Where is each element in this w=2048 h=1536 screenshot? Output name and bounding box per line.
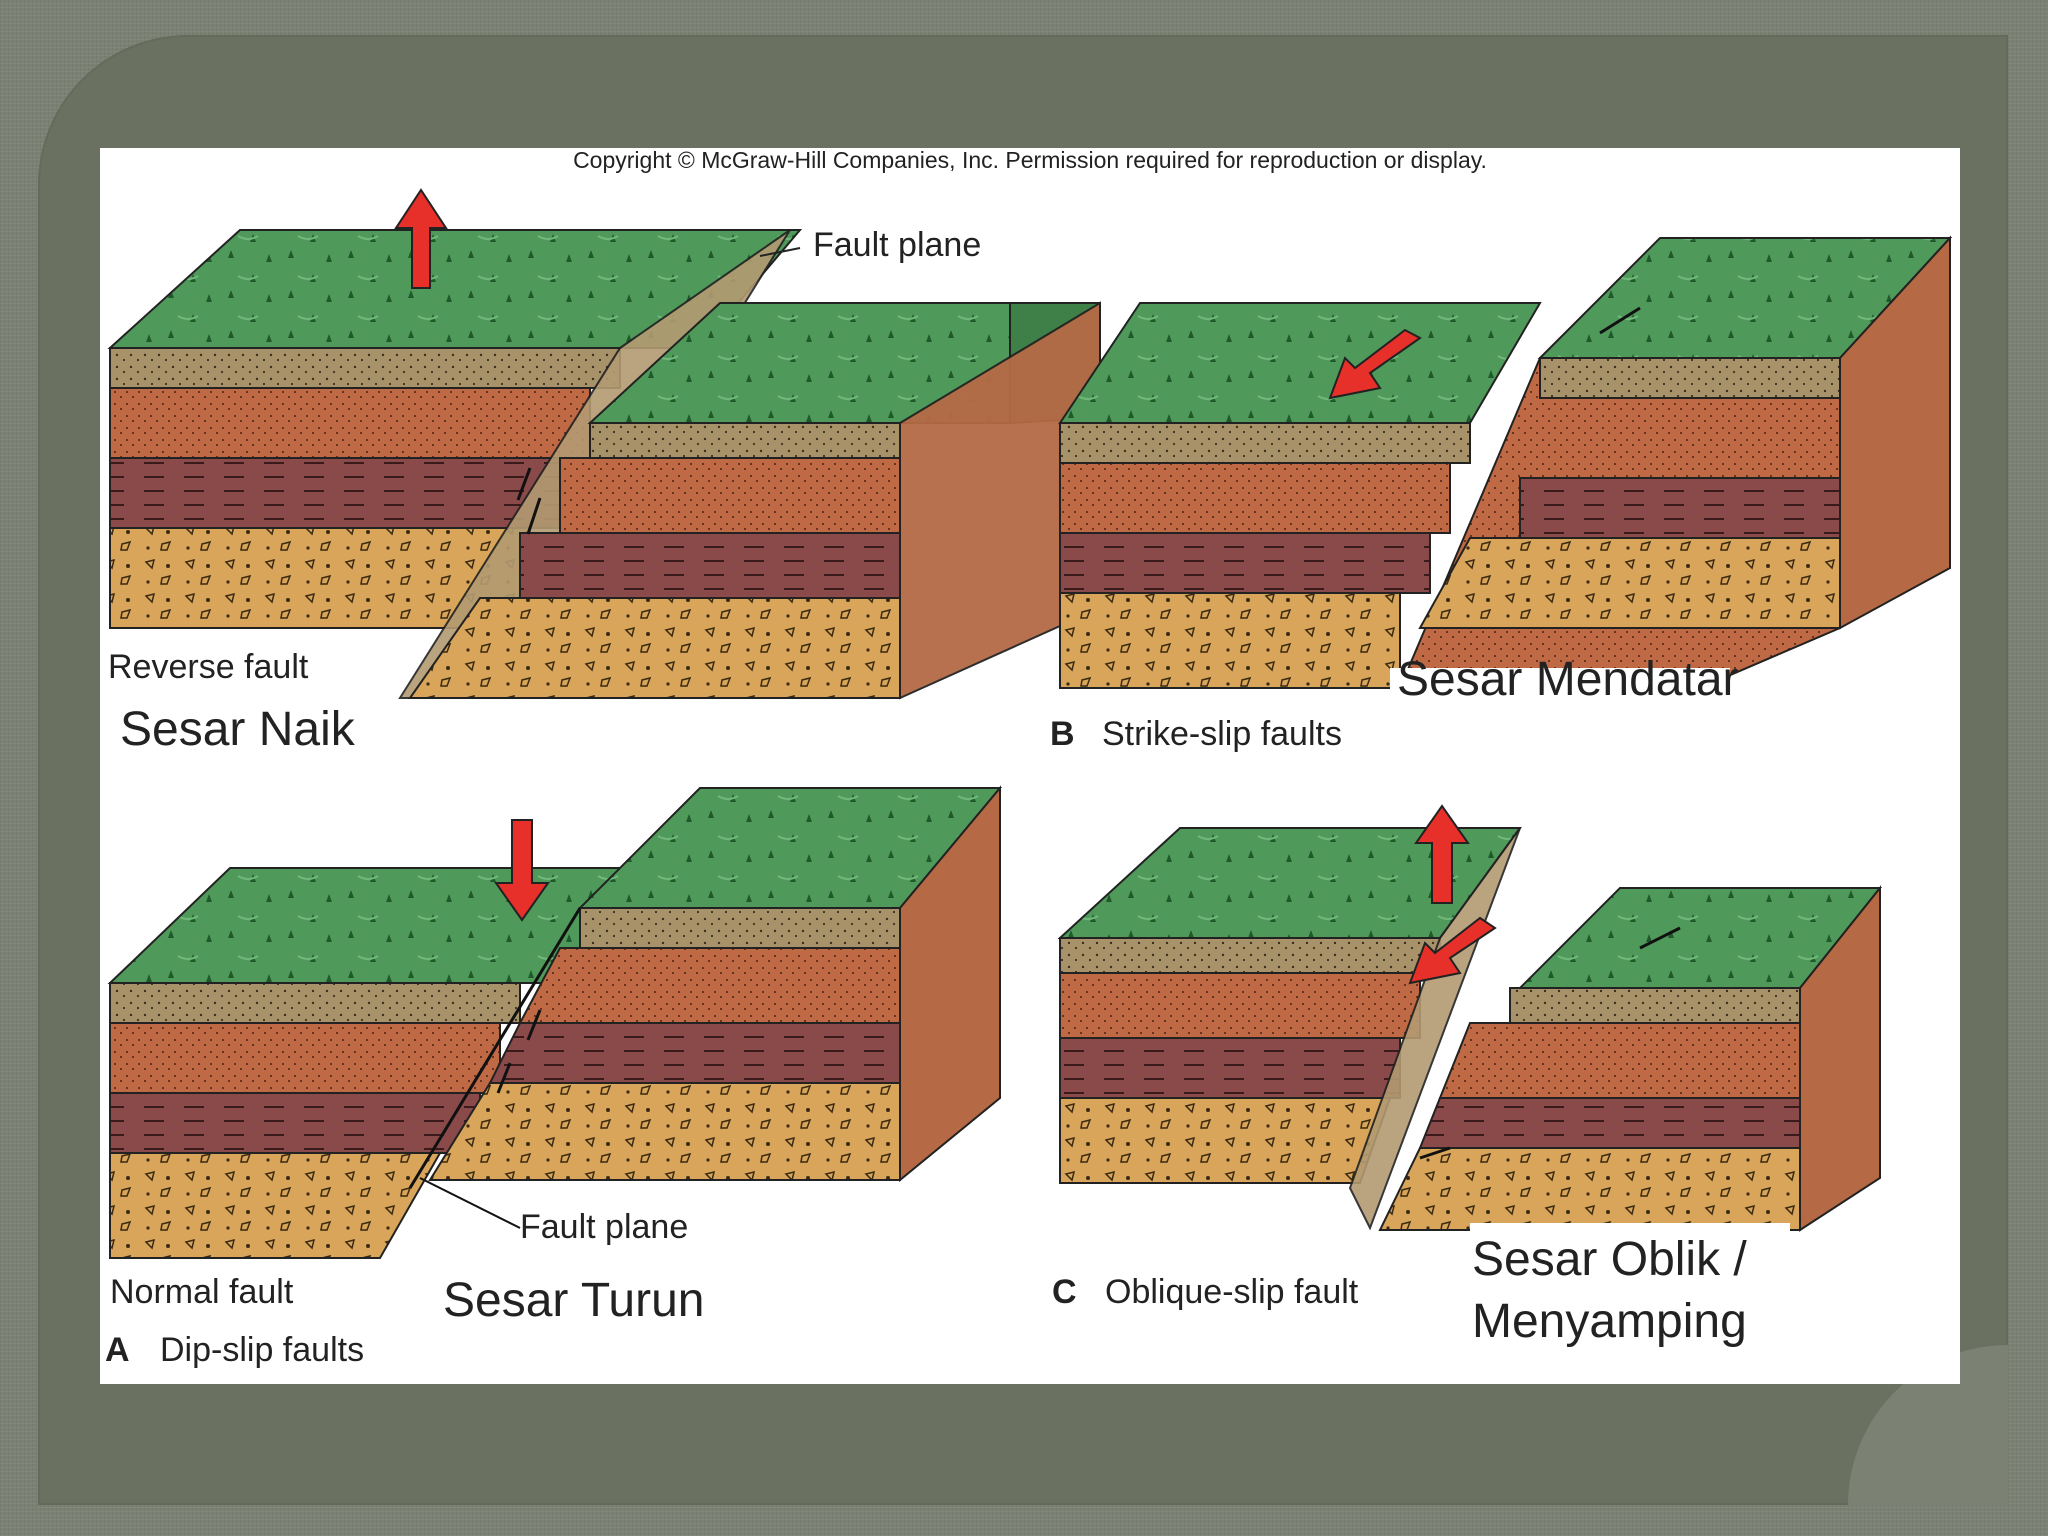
normal-fault-label: Normal fault: [110, 1273, 294, 1311]
fault-plane-label-bottom: Fault plane: [520, 1208, 688, 1246]
panel-b-letter: B: [1050, 715, 1075, 753]
caption-menyamping: Menyamping: [1472, 1295, 1747, 1348]
panel-c-letter: C: [1052, 1273, 1077, 1311]
strike-slip-block: [1058, 235, 1953, 689]
caption-sesar-turun: Sesar Turun: [443, 1274, 704, 1327]
reverse-fault-block: [107, 188, 1101, 700]
panel-c-label: Oblique-slip fault: [1105, 1273, 1359, 1311]
caption-backing: [1390, 668, 1730, 723]
panel-a-label: Dip-slip faults: [160, 1331, 364, 1369]
normal-fault-block: [107, 785, 1003, 1259]
fault-types-figure: Copyright © McGraw-Hill Companies, Inc. …: [100, 148, 1960, 1384]
caption-sesar-mendatar: Sesar Mendatar: [1397, 653, 1739, 706]
fault-plane-leader-top: [759, 247, 801, 257]
caption-backing: [1470, 1223, 1790, 1363]
fault-plane-label-top: Fault plane: [813, 226, 981, 264]
oblique-slip-block: [1057, 804, 1883, 1232]
caption-sesar-oblik: Sesar Oblik /: [1472, 1233, 1747, 1286]
reverse-fault-label: Reverse fault: [108, 648, 309, 686]
fault-diagram-svg: Copyright © McGraw-Hill Companies, Inc. …: [105, 148, 1953, 1369]
caption-sesar-naik: Sesar Naik: [120, 703, 356, 756]
copyright-notice: Copyright © McGraw-Hill Companies, Inc. …: [573, 148, 1487, 173]
panel-b-label: Strike-slip faults: [1102, 715, 1342, 753]
panel-a-letter: A: [105, 1331, 130, 1369]
